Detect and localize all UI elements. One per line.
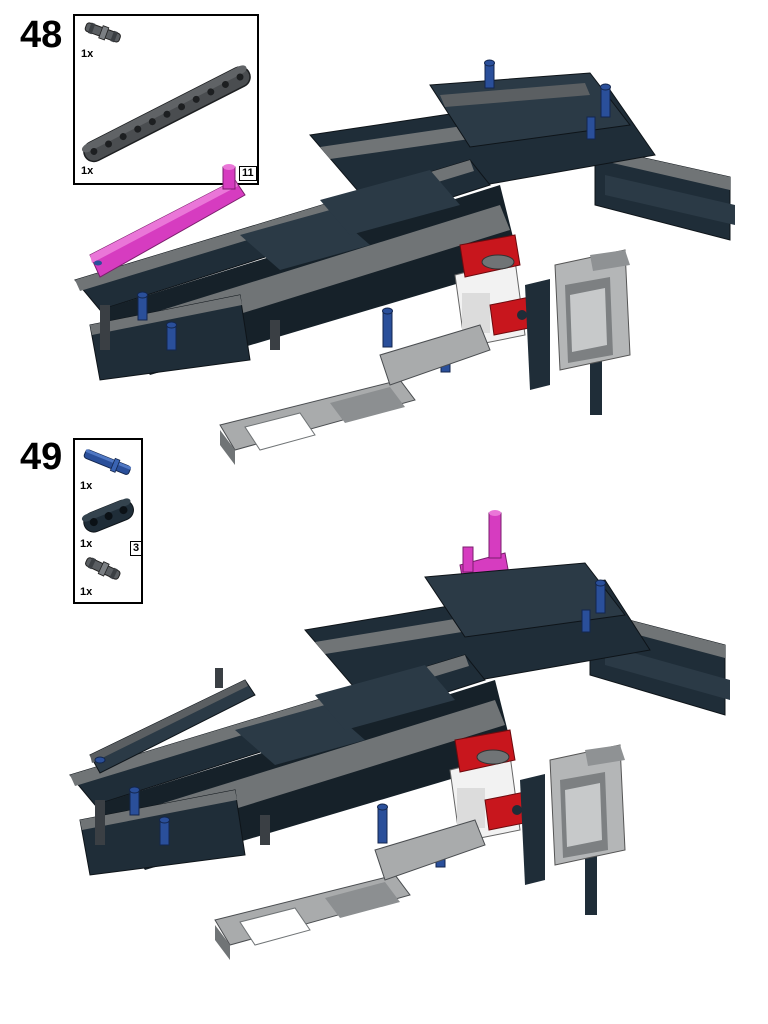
step-number: 49 — [20, 436, 63, 478]
part-quantity: 1x — [81, 48, 94, 60]
liftarm-11-icon — [81, 65, 251, 163]
connector-peg-icon — [84, 22, 121, 43]
main-frame — [69, 562, 651, 876]
part-quantity: 1x — [80, 538, 93, 550]
part-quantity: 1x — [81, 165, 94, 177]
parts-callout: 1x 1x 3 1x — [73, 438, 143, 604]
parts-callout: 1x 1x 11 — [73, 14, 259, 185]
new-liftarm-11 — [89, 164, 246, 278]
axle-peg-blue-icon — [83, 448, 132, 475]
part-quantity: 1x — [80, 480, 93, 492]
connector-peg-icon — [85, 557, 121, 580]
liftarm-3-icon — [81, 498, 134, 533]
front-grey-frame — [219, 324, 491, 465]
part-length-label: 3 — [130, 541, 143, 556]
front-grey-frame — [214, 819, 486, 960]
sensor-assembly — [454, 234, 550, 390]
part-length-label: 11 — [239, 166, 257, 181]
step-49-assembly-illustration — [69, 510, 730, 960]
sensor-assembly — [449, 729, 545, 885]
step-number: 48 — [20, 14, 63, 56]
motor — [549, 744, 626, 915]
part-quantity: 1x — [80, 586, 93, 598]
main-frame — [74, 72, 656, 381]
step-48-assembly-illustration — [74, 59, 735, 465]
motor — [554, 249, 631, 415]
